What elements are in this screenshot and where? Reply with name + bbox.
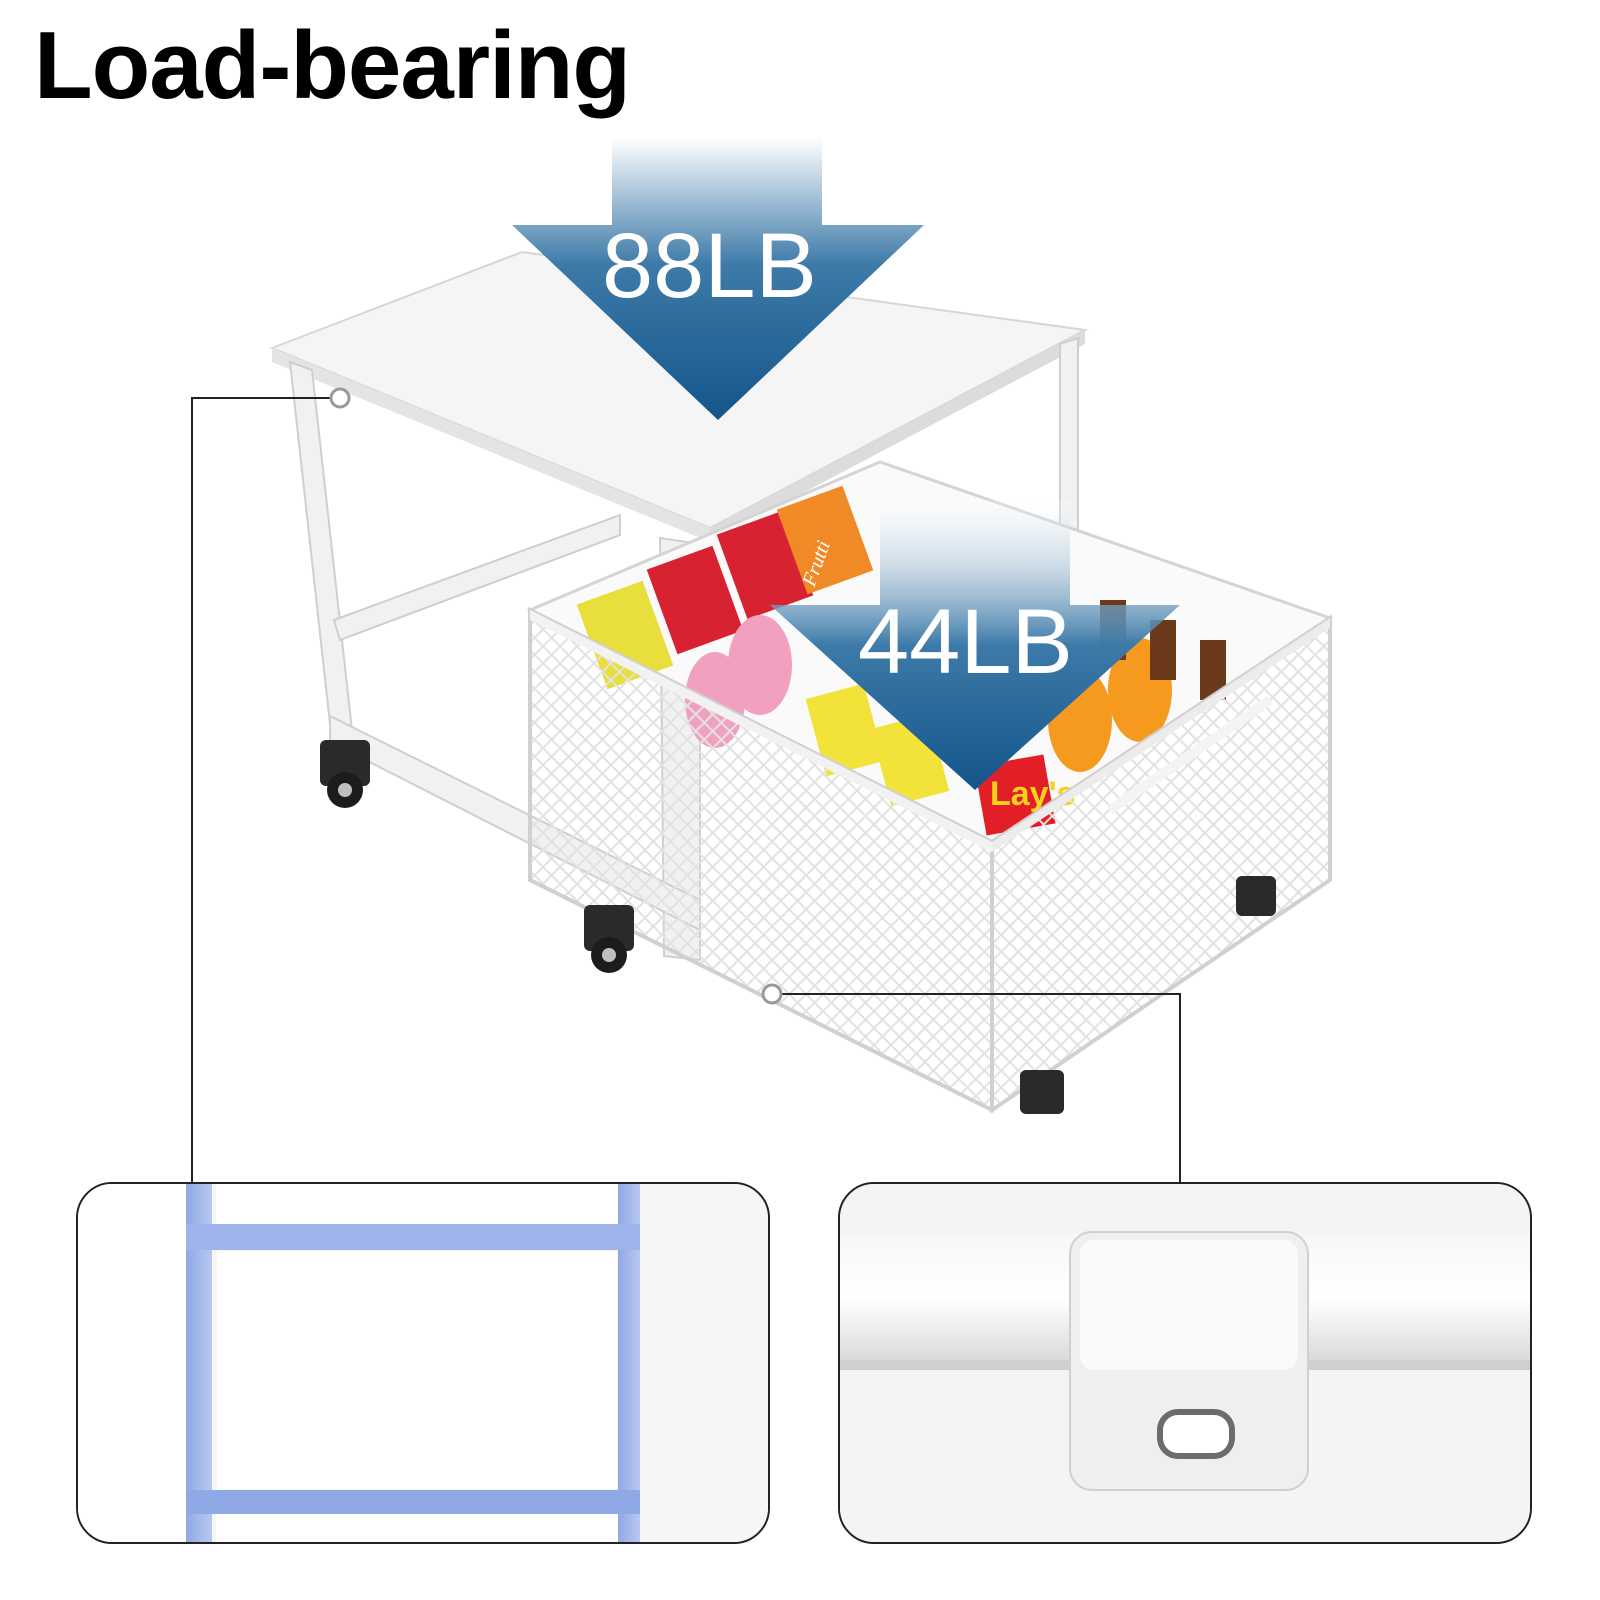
page-title: Load-bearing: [34, 12, 631, 119]
bracket-detail-image: [840, 1184, 1530, 1542]
basket-load-arrow: [770, 500, 1180, 790]
callout-connectors: [191, 397, 1181, 1182]
frame-detail-image: [78, 1184, 768, 1542]
frame-detail-callout: [76, 1182, 770, 1544]
basket-load-label: 44LB: [858, 591, 1073, 693]
casters: [320, 740, 1276, 1114]
mesh-basket: Lay's Frutti: [526, 460, 1334, 1114]
callout-dot-basket: [761, 983, 783, 1005]
top-load-label: 88LB: [602, 215, 817, 317]
table-top: [269, 250, 1089, 542]
bracket-detail-callout: [838, 1182, 1532, 1544]
callout-dot-top: [329, 387, 351, 409]
top-load-arrow: [512, 138, 924, 420]
